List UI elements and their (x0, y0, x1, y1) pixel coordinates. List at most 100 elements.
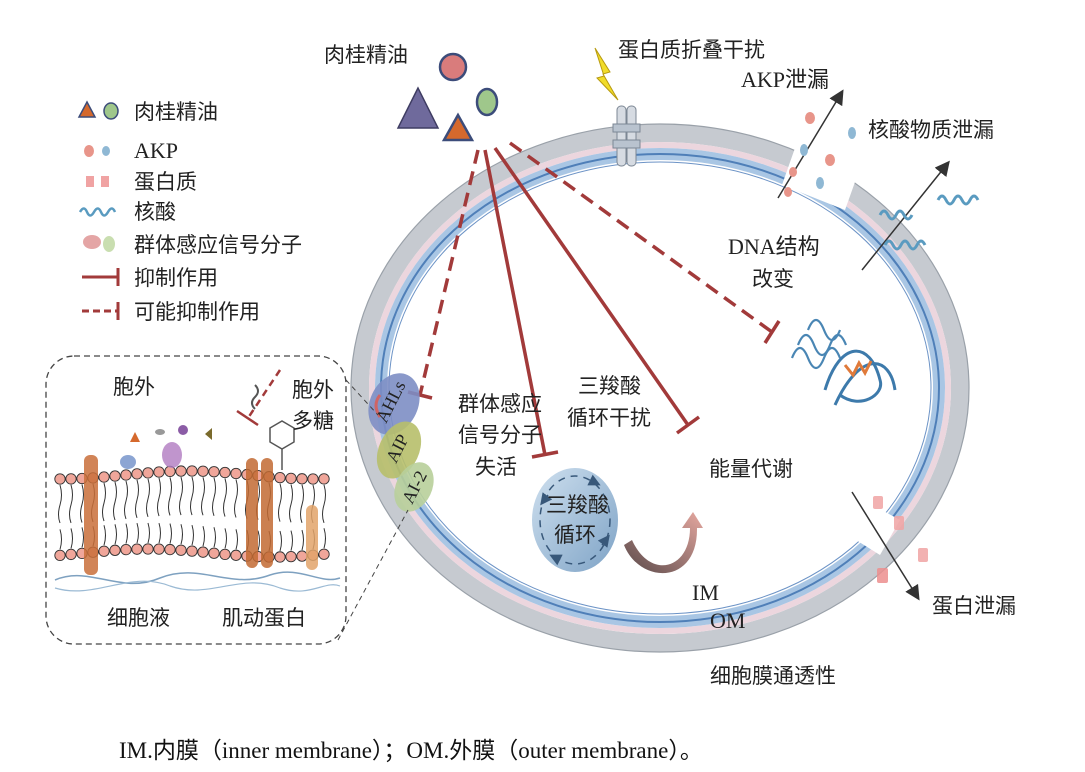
lipid-head (120, 543, 132, 556)
akp-leak-arrow (777, 89, 844, 199)
lipid-head (296, 550, 308, 562)
outer-membrane (351, 124, 969, 652)
tca-cycle (532, 468, 618, 572)
dna-helix (790, 318, 848, 370)
lipid-head (175, 544, 187, 556)
possible-inhibition-qs (418, 149, 480, 396)
inner-membrane-inner-edge (388, 161, 932, 615)
inhibition-lines (407, 141, 781, 459)
cytoplasm-label: 细胞液 (107, 606, 170, 630)
ai2-receptor (394, 462, 434, 512)
akp-leak-label: AKP泄漏 (741, 67, 829, 92)
dna-change-label-1: DNA结构 (728, 234, 820, 259)
energy-label: 能量代谢 (709, 457, 793, 481)
lipid-head (142, 543, 154, 555)
ahls-receptor (368, 373, 420, 435)
lipid-head (54, 473, 66, 485)
tca-interference-label-2: 循环干扰 (567, 406, 651, 430)
oval-green-icon (475, 87, 499, 117)
lipid-tail (202, 526, 205, 547)
dna-helix-twisted (823, 349, 897, 406)
lipid-tail (323, 528, 326, 549)
lipid-head (54, 549, 66, 562)
lipid-tail (179, 476, 183, 516)
legend-label-nucleic-acid: 核酸 (134, 200, 176, 224)
legend-icon-triangle (77, 100, 97, 118)
legend-icon-protein-2 (101, 176, 109, 187)
legend-label-cinnamon-oil: 肉桂精油 (134, 100, 218, 124)
lipid-head (120, 469, 132, 481)
lipid-head (285, 472, 297, 484)
legend-icon-qs-2 (103, 236, 115, 252)
lipid-tail (322, 484, 326, 524)
eps-label-1: 胞外 (292, 378, 334, 402)
membrane-gap-lower (840, 497, 900, 555)
cinnamon-oil-molecules (396, 52, 499, 142)
lipid-head (230, 467, 242, 480)
inner-membrane (375, 148, 945, 628)
lipid-tail (146, 478, 150, 518)
legend-icon-akp-blue (102, 146, 110, 156)
lipid-tail (81, 527, 84, 548)
lipid-tail (169, 523, 172, 544)
lipid-head (153, 466, 165, 478)
legend-label-possible-inhibition: 可能抑制作用 (134, 300, 260, 324)
legend-label-akp: AKP (134, 138, 178, 163)
lipid-tail (180, 524, 183, 545)
energy-flow-arrow (624, 512, 703, 574)
lipid-tail (147, 522, 150, 544)
inhibition-energy-bar (675, 415, 701, 435)
possible-inhibition-dna-bar (763, 320, 781, 344)
cinnamon-oil-label: 肉桂精油 (324, 43, 408, 67)
lipid-head (197, 546, 209, 558)
aip-receptor (376, 421, 422, 479)
membrane-channel (612, 105, 641, 167)
lipid-head (197, 465, 209, 477)
nucleic-leak-label: 核酸物质泄漏 (868, 118, 994, 142)
possible-inhibition-dna (508, 141, 774, 334)
lipid-tail (235, 529, 238, 550)
lipid-tail (191, 524, 194, 546)
lipid-head (296, 473, 308, 485)
lipid-tail (136, 523, 139, 544)
lipid-head (65, 473, 77, 485)
lipid-tail (113, 481, 117, 521)
lipid-head (109, 470, 121, 482)
dna-change-label-2: 改变 (752, 267, 794, 291)
protein-folding-label: 蛋白质折叠干扰 (618, 38, 765, 62)
lipid-head (65, 548, 77, 561)
legend-icon-protein-1 (86, 176, 94, 187)
protein-leak-arrow (851, 491, 920, 601)
lipid-tail (301, 529, 304, 551)
legend (77, 100, 120, 320)
lipid-head (208, 547, 220, 559)
lipid-head (285, 551, 297, 563)
lipid-head (131, 543, 143, 555)
akp-particles (784, 112, 856, 197)
tca-cycle-label-2: 循环 (554, 523, 596, 547)
lipid-head (164, 543, 176, 556)
qs-receptors (368, 373, 434, 512)
lipid-tail (158, 522, 161, 544)
legend-icon-oval (103, 102, 119, 120)
bilayer-tails (58, 476, 326, 552)
nucleic-acid-particles (878, 194, 980, 251)
lipid-head (98, 545, 110, 557)
lipid-head (208, 466, 220, 478)
permeability-label: 细胞膜通透性 (710, 664, 836, 688)
lipid-tail (190, 476, 194, 516)
legend-label-qs-signal: 群体感应信号分子 (134, 233, 302, 257)
lipid-tail (212, 477, 216, 516)
inhibition-tca-cycle-bar (531, 450, 559, 459)
membrane-inset (45, 355, 409, 645)
lipid-head (307, 473, 319, 485)
lipid-tail (135, 479, 139, 519)
transmembrane-protein-4 (306, 505, 318, 570)
lipid-tail (80, 484, 84, 523)
im-label: IM (692, 580, 719, 605)
lipid-tail (213, 527, 216, 548)
lipid-tail (102, 482, 106, 522)
actin-label: 肌动蛋白 (222, 606, 306, 630)
lipid-head (153, 543, 165, 555)
lipid-tail (70, 528, 73, 549)
